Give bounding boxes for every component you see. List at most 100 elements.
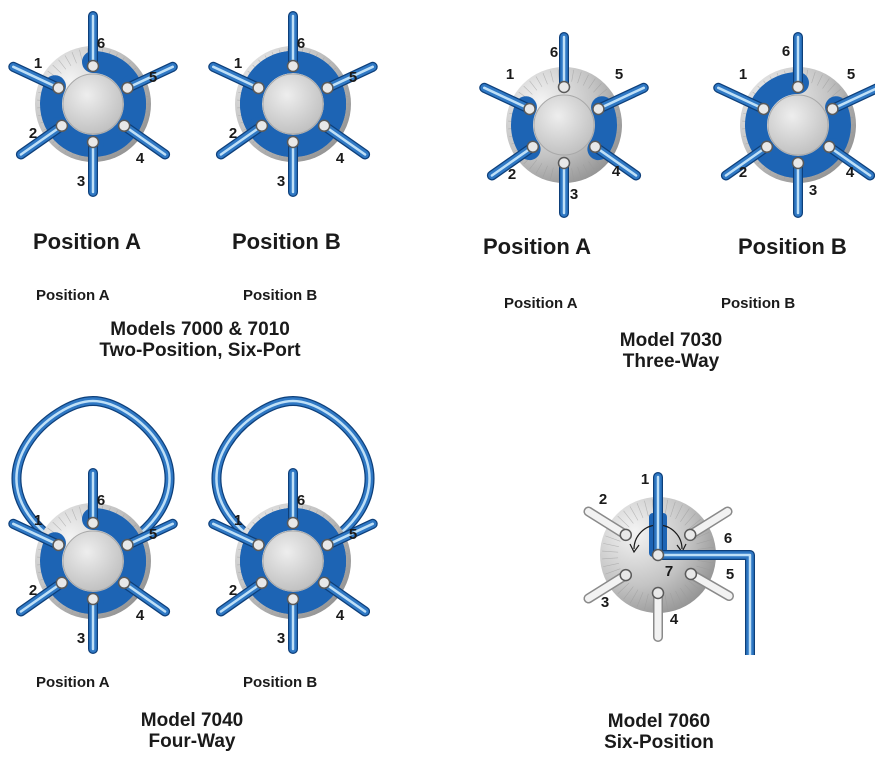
- position-a-heading: Position A: [33, 229, 141, 254]
- port-end-5: [684, 567, 698, 581]
- port-tube-6: [685, 506, 733, 540]
- port-label-3: 3: [570, 186, 578, 203]
- port-end-4: [651, 586, 665, 600]
- port-label-3: 3: [277, 173, 285, 190]
- port-end-6: [286, 516, 300, 530]
- port-tube-5: [122, 518, 178, 550]
- position-a-heading: Position A: [483, 234, 591, 259]
- loop-tube-layer: [11, 395, 375, 539]
- port-label-2: 2: [599, 491, 607, 508]
- port-label-5: 5: [349, 69, 357, 86]
- port-tube-3: [583, 570, 631, 604]
- rotor-groove: [40, 51, 146, 157]
- model-7030-description: Three-Way: [622, 350, 720, 372]
- port-label-6: 6: [782, 43, 790, 60]
- port-end-4: [317, 119, 331, 133]
- port-end-4: [822, 140, 836, 154]
- port-end-5: [592, 102, 605, 116]
- port-tube-2: [15, 120, 67, 160]
- port-end-5: [121, 81, 134, 95]
- port-tube-4: [119, 120, 171, 160]
- port-end-3: [791, 156, 805, 170]
- port-label-1: 1: [234, 55, 242, 72]
- rotor-groove: [243, 508, 346, 614]
- port-end-4: [588, 140, 602, 154]
- port-tube-5: [593, 82, 649, 114]
- port-tube-1: [8, 518, 64, 550]
- model-7040-description: Four-Way: [148, 730, 236, 752]
- port-end-2: [619, 528, 633, 542]
- model-7030-caption: Model 7030 Three-Way: [620, 330, 722, 373]
- port-tube-5: [122, 61, 178, 93]
- port-end-4: [117, 576, 131, 590]
- port-tube-2: [583, 506, 631, 540]
- position-b-label: Position B: [243, 287, 318, 304]
- port-end-6: [557, 80, 571, 94]
- port-label-4: 4: [846, 164, 855, 181]
- port-label-1: 1: [34, 55, 42, 72]
- port-tube-7: [658, 550, 755, 655]
- loop-tube-7040-a: [11, 395, 175, 539]
- position-a-label: Position A: [36, 674, 110, 691]
- port-end-3: [86, 135, 100, 149]
- port-end-3: [557, 156, 571, 170]
- port-tube-2: [215, 120, 267, 160]
- port-label-6: 6: [297, 492, 305, 509]
- port-end-2: [255, 119, 269, 133]
- port-end-1: [523, 102, 536, 116]
- port-end-2: [526, 140, 540, 154]
- model-7040-name: Model 7040: [140, 710, 244, 731]
- port-end-6: [286, 59, 300, 73]
- port-tube-4: [824, 141, 875, 181]
- port-end-6: [791, 80, 805, 94]
- port-tube-2: [15, 577, 67, 617]
- port-tube-1: [208, 61, 264, 93]
- rotor-groove: [243, 51, 346, 157]
- port-label-1: 1: [34, 512, 42, 529]
- port-end-6: [86, 516, 100, 530]
- port-end-4: [317, 576, 331, 590]
- rotor-hub: [62, 73, 124, 135]
- loop-tube-7040-b: [211, 395, 375, 539]
- port-end-5: [321, 81, 334, 95]
- port-label-2: 2: [229, 125, 237, 142]
- valves-layer: 1234561234561234561234561234561234561234…: [8, 11, 875, 655]
- rotor-hub: [262, 73, 324, 135]
- port-end-5: [321, 538, 334, 552]
- port-end-7: [651, 548, 665, 562]
- port-label-2: 2: [229, 582, 237, 599]
- port-label-5: 5: [726, 566, 734, 583]
- port-end-5: [121, 538, 134, 552]
- port-label-5: 5: [349, 526, 357, 543]
- port-tube-2: [720, 141, 772, 181]
- port-label-2: 2: [739, 164, 747, 181]
- port-label-4: 4: [336, 607, 345, 624]
- port-label-6: 6: [97, 35, 105, 52]
- port-tube-4: [319, 120, 371, 160]
- port-tube-5: [827, 83, 875, 114]
- port-end-2: [760, 140, 774, 154]
- port-label-1: 1: [506, 66, 514, 83]
- port-label-6: 6: [724, 530, 732, 547]
- port-tube-4: [590, 141, 642, 181]
- port-end-1: [52, 538, 65, 552]
- port-end-3: [619, 568, 633, 582]
- model-7060-name: Model 7060: [607, 711, 711, 732]
- port-label-7: 7: [665, 563, 673, 580]
- model-7000-caption: Models 7000 & 7010 Two-Position, Six-Por…: [99, 319, 301, 362]
- model-7000-name: Models 7000 & 7010: [110, 319, 290, 340]
- position-b-label: Position B: [721, 295, 796, 312]
- port-label-2: 2: [29, 125, 37, 142]
- model-7000-description: Two-Position, Six-Port: [99, 339, 301, 361]
- port-tube-4: [319, 577, 371, 617]
- port-tube-5: [322, 61, 378, 93]
- rotor-hub: [62, 530, 124, 592]
- port-label-2: 2: [29, 582, 37, 599]
- position-b-label: Position B: [243, 674, 318, 691]
- port-end-1: [252, 538, 265, 552]
- model-7060-caption: Model 7060 Six-Position: [604, 711, 714, 754]
